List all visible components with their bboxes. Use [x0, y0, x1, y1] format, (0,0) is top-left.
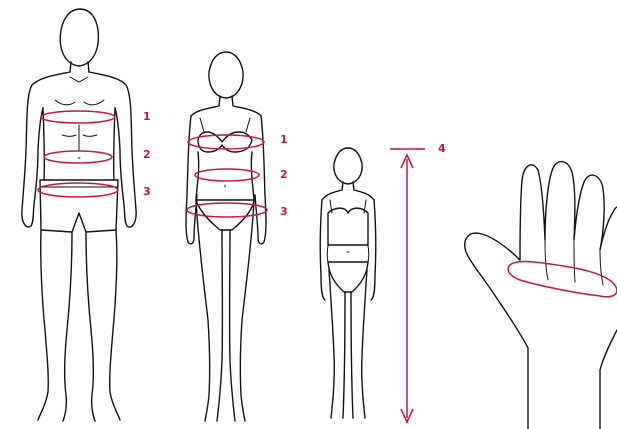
man-figure: 1 2 3: [22, 9, 151, 421]
height-label-4: 4: [438, 142, 446, 155]
height-arrow-icon: [390, 149, 425, 422]
woman-label-2: 2: [280, 168, 288, 181]
woman-hip-measure: [187, 203, 267, 217]
man-hip-measure: [38, 183, 118, 197]
man-outline: [22, 9, 136, 421]
man-label-2: 2: [143, 148, 151, 161]
man-label-3: 3: [143, 185, 151, 198]
woman-label-3: 3: [280, 205, 288, 218]
hand-figure: [465, 162, 617, 429]
man-chest-measure: [41, 111, 115, 123]
woman-waist-measure: [195, 169, 259, 181]
woman-label-1: 1: [280, 133, 288, 146]
child-figure: [320, 148, 375, 418]
man-label-1: 1: [143, 110, 151, 123]
woman-outline: [186, 52, 266, 421]
child-outline: [320, 148, 375, 418]
man-waist-measure: [44, 151, 112, 163]
woman-figure: 1 2 3: [186, 52, 288, 421]
